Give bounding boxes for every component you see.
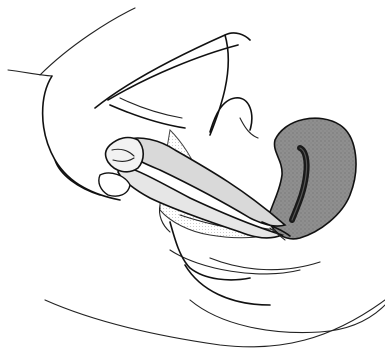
abdominal-wall [95,33,250,135]
